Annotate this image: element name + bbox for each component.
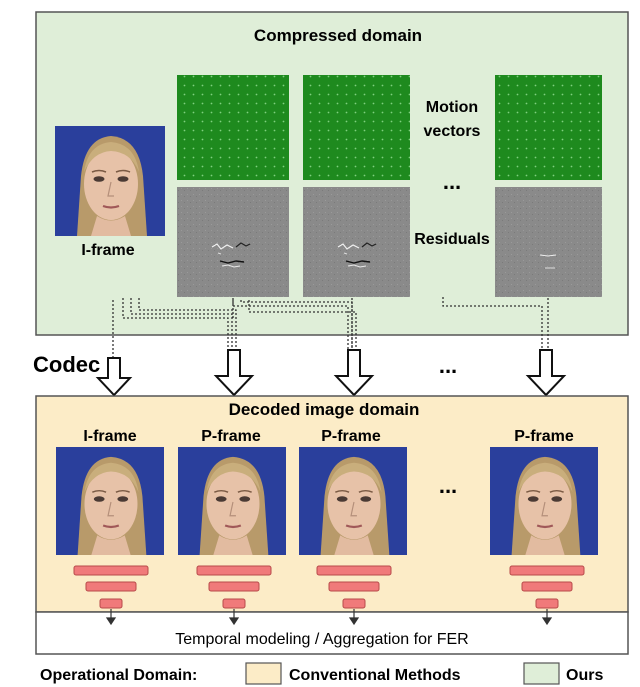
decoded-domain-title: Decoded image domain: [229, 400, 420, 419]
residual-map-1: [177, 187, 289, 297]
residual-map-3: [495, 187, 602, 297]
decoded-ellipsis: ...: [439, 473, 457, 498]
down-arrow-icon: [95, 357, 133, 397]
down-arrow-icon: [213, 349, 255, 397]
funnel-output-arrows: [105, 609, 553, 626]
codec-arrows: [95, 349, 567, 397]
legend-swatch-conventional: [245, 662, 282, 685]
iframe-thumbnail-compressed: [55, 126, 165, 236]
legend-label-conventional: Conventional Methods: [289, 667, 461, 684]
dotted-connectors: [112, 297, 549, 363]
decoded-frame-thumbnail-1: [55, 447, 165, 555]
legend-swatch-ours: [523, 662, 560, 685]
temporal-modeling-text: Temporal modeling / Aggregation for FER: [175, 631, 468, 648]
down-arrow-icon: [333, 349, 375, 397]
motion-vector-map-2: [303, 75, 410, 180]
down-arrow-icon: [525, 349, 567, 397]
feature-funnel-3: [316, 565, 392, 609]
residuals-label: Residuals: [414, 231, 490, 248]
compressed-ellipsis: ...: [443, 169, 461, 194]
decoded-frame-label-2: P-frame: [201, 428, 261, 445]
decoded-frame-thumbnail-2: [177, 447, 287, 555]
decoded-frame-label-1: I-frame: [83, 428, 136, 445]
motion-vectors-label-line2: vectors: [424, 123, 481, 140]
decoded-frame-label-4: P-frame: [514, 428, 574, 445]
legend-label-ours: Ours: [566, 667, 603, 684]
decoded-frame-thumbnail-3: [298, 447, 408, 555]
motion-vector-map-3: [495, 75, 602, 180]
feature-funnel-2: [196, 565, 272, 609]
compressed-domain-title: Compressed domain: [254, 26, 422, 45]
residual-map-2: [303, 187, 410, 297]
motion-vectors-label-line1: Motion: [426, 99, 478, 116]
decoded-frame-label-3: P-frame: [321, 428, 381, 445]
feature-funnel-4: [509, 565, 585, 609]
legend-title: Operational Domain:: [40, 667, 197, 684]
feature-funnels: [73, 565, 585, 609]
codec-label: Codec: [33, 352, 100, 377]
motion-vector-map-1: [177, 75, 289, 180]
feature-funnel-1: [73, 565, 149, 609]
temporal-modeling-bar: [35, 611, 629, 655]
iframe-label-compressed: I-frame: [81, 242, 134, 259]
arrows-ellipsis: ...: [439, 353, 457, 378]
decoded-frame-thumbnail-4: [489, 447, 599, 555]
